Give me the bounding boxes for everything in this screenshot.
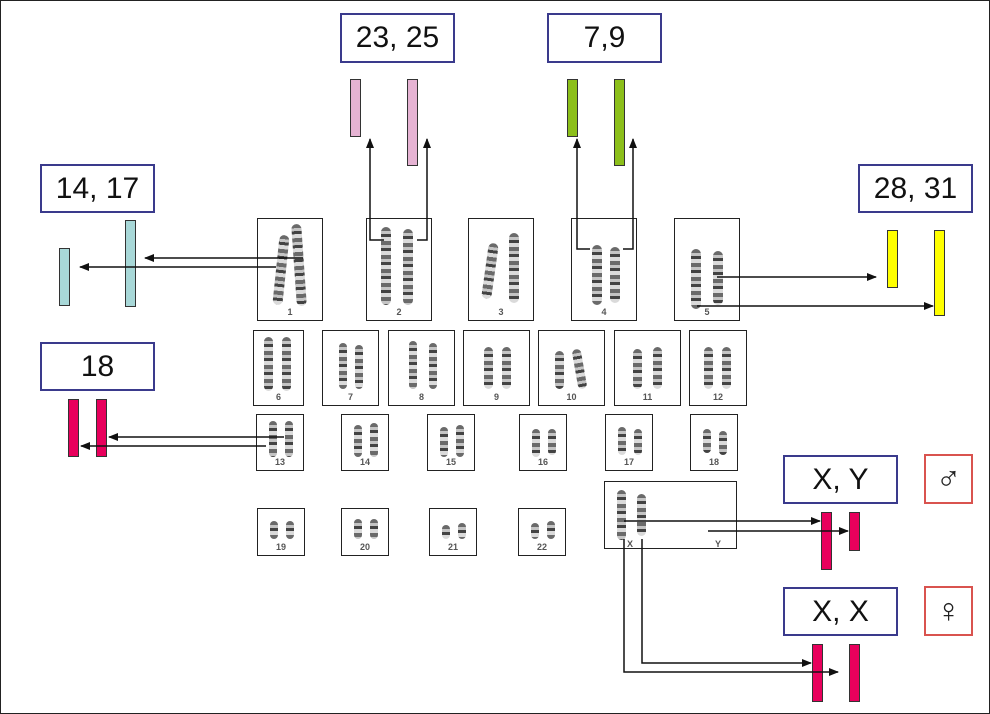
label-box-28-31: 28, 31 [858,164,973,213]
chromosome-box-12: 12 [689,330,747,406]
arrow-2-to-23 [366,138,384,241]
chromosome-number: 22 [536,542,547,552]
chromosome-number: 20 [359,542,370,552]
chromosome-number: 11 [642,392,653,402]
chromosome-box-7: 7 [322,330,379,406]
chromosome-box-10: 10 [538,330,605,406]
chromosome-box-5: 5 [674,218,740,321]
arrow-x2-to-female-1 [641,539,812,667]
male-symbol-box: ♂ [924,454,973,504]
chromosome-number: 17 [623,457,634,467]
chromosome-box-4: 4 [571,218,637,321]
chromosome-box-11: 11 [614,330,681,406]
chromosome-number: 19 [275,542,286,552]
y-label: Y [715,539,722,549]
arrow-4-to-7 [573,138,590,250]
chromosome-number: 1 [287,307,293,317]
chromosome-box-2: 2 [366,218,432,321]
bar-x-female-2 [849,644,860,702]
label-box-18: 18 [40,342,155,391]
chromosome-box-1: 1 [257,218,323,321]
chromosome-box-20: 20 [341,508,389,556]
chromosome-box-8: 8 [388,330,455,406]
chromosome-number: 18 [708,457,719,467]
bar-x-male [821,512,832,570]
chromosome-number: 9 [493,392,499,402]
chromosome-box-16: 16 [519,414,567,471]
chromosome-number: 7 [347,392,353,402]
arrow-x1-to-female-2 [623,539,839,676]
bar-28 [887,230,898,288]
chromosome-number: 14 [359,457,370,467]
label-text: 14, 17 [55,171,140,205]
bar-25 [407,79,418,166]
chromosome-number: 15 [445,457,456,467]
chromosome-number: 4 [601,307,607,317]
label-text: 7,9 [583,21,626,54]
chromosome-box-3: 3 [468,218,534,321]
bar-14 [59,248,70,306]
bar-7 [567,79,578,137]
chromosome-box-9: 9 [463,330,530,406]
label-box-7-9: 7,9 [547,13,662,63]
chromosome-number: 3 [498,307,504,317]
chromosome-box-17: 17 [605,414,653,471]
chromosome-number: 6 [275,392,281,402]
chromosome-number: 8 [418,392,424,402]
female-symbol-box: ♀ [924,586,973,636]
label-box-xy: X, Y [783,455,898,504]
chromosome-box-18: 18 [690,414,738,471]
chromosome-number: 10 [566,392,577,402]
chromosome-box-xy: X Y [604,481,737,549]
x-label: X [627,539,634,549]
chromosome-number: 13 [274,457,285,467]
male-icon: ♂ [935,459,962,498]
chromosome-number: 12 [712,392,723,402]
chromosome-box-21: 21 [429,508,477,556]
chromosome-number: 5 [704,307,710,317]
chromosome-box-6: 6 [253,330,304,406]
chromosome-box-14: 14 [341,414,389,471]
bar-31 [934,230,945,316]
bar-x-female-1 [812,644,823,702]
label-text: X, Y [812,462,869,496]
label-box-xx: X, X [783,587,898,636]
bar-y-male [849,512,860,551]
label-text: X, X [812,594,869,628]
chromosome-number: 2 [396,307,402,317]
label-box-23-25: 23, 25 [340,13,455,63]
label-box-14-17: 14, 17 [40,164,155,213]
bar-17 [125,220,136,307]
arrow-2-to-25 [417,138,431,241]
arrow-4-to-9 [623,138,637,250]
bar-9 [614,79,625,166]
chromosome-number: 16 [537,457,548,467]
bar-23 [350,79,361,137]
bar-18a [68,399,79,457]
label-text: 18 [80,349,115,383]
bar-18b [96,399,107,457]
chromosome-box-19: 19 [257,508,305,556]
chromosome-box-15: 15 [427,414,475,471]
chromosome-box-13: 13 [256,414,304,471]
chromosome-box-22: 22 [518,508,566,556]
female-icon: ♀ [935,591,962,630]
chromosome-number: 21 [447,542,458,552]
label-text: 23, 25 [355,21,440,54]
label-text: 28, 31 [873,171,958,205]
